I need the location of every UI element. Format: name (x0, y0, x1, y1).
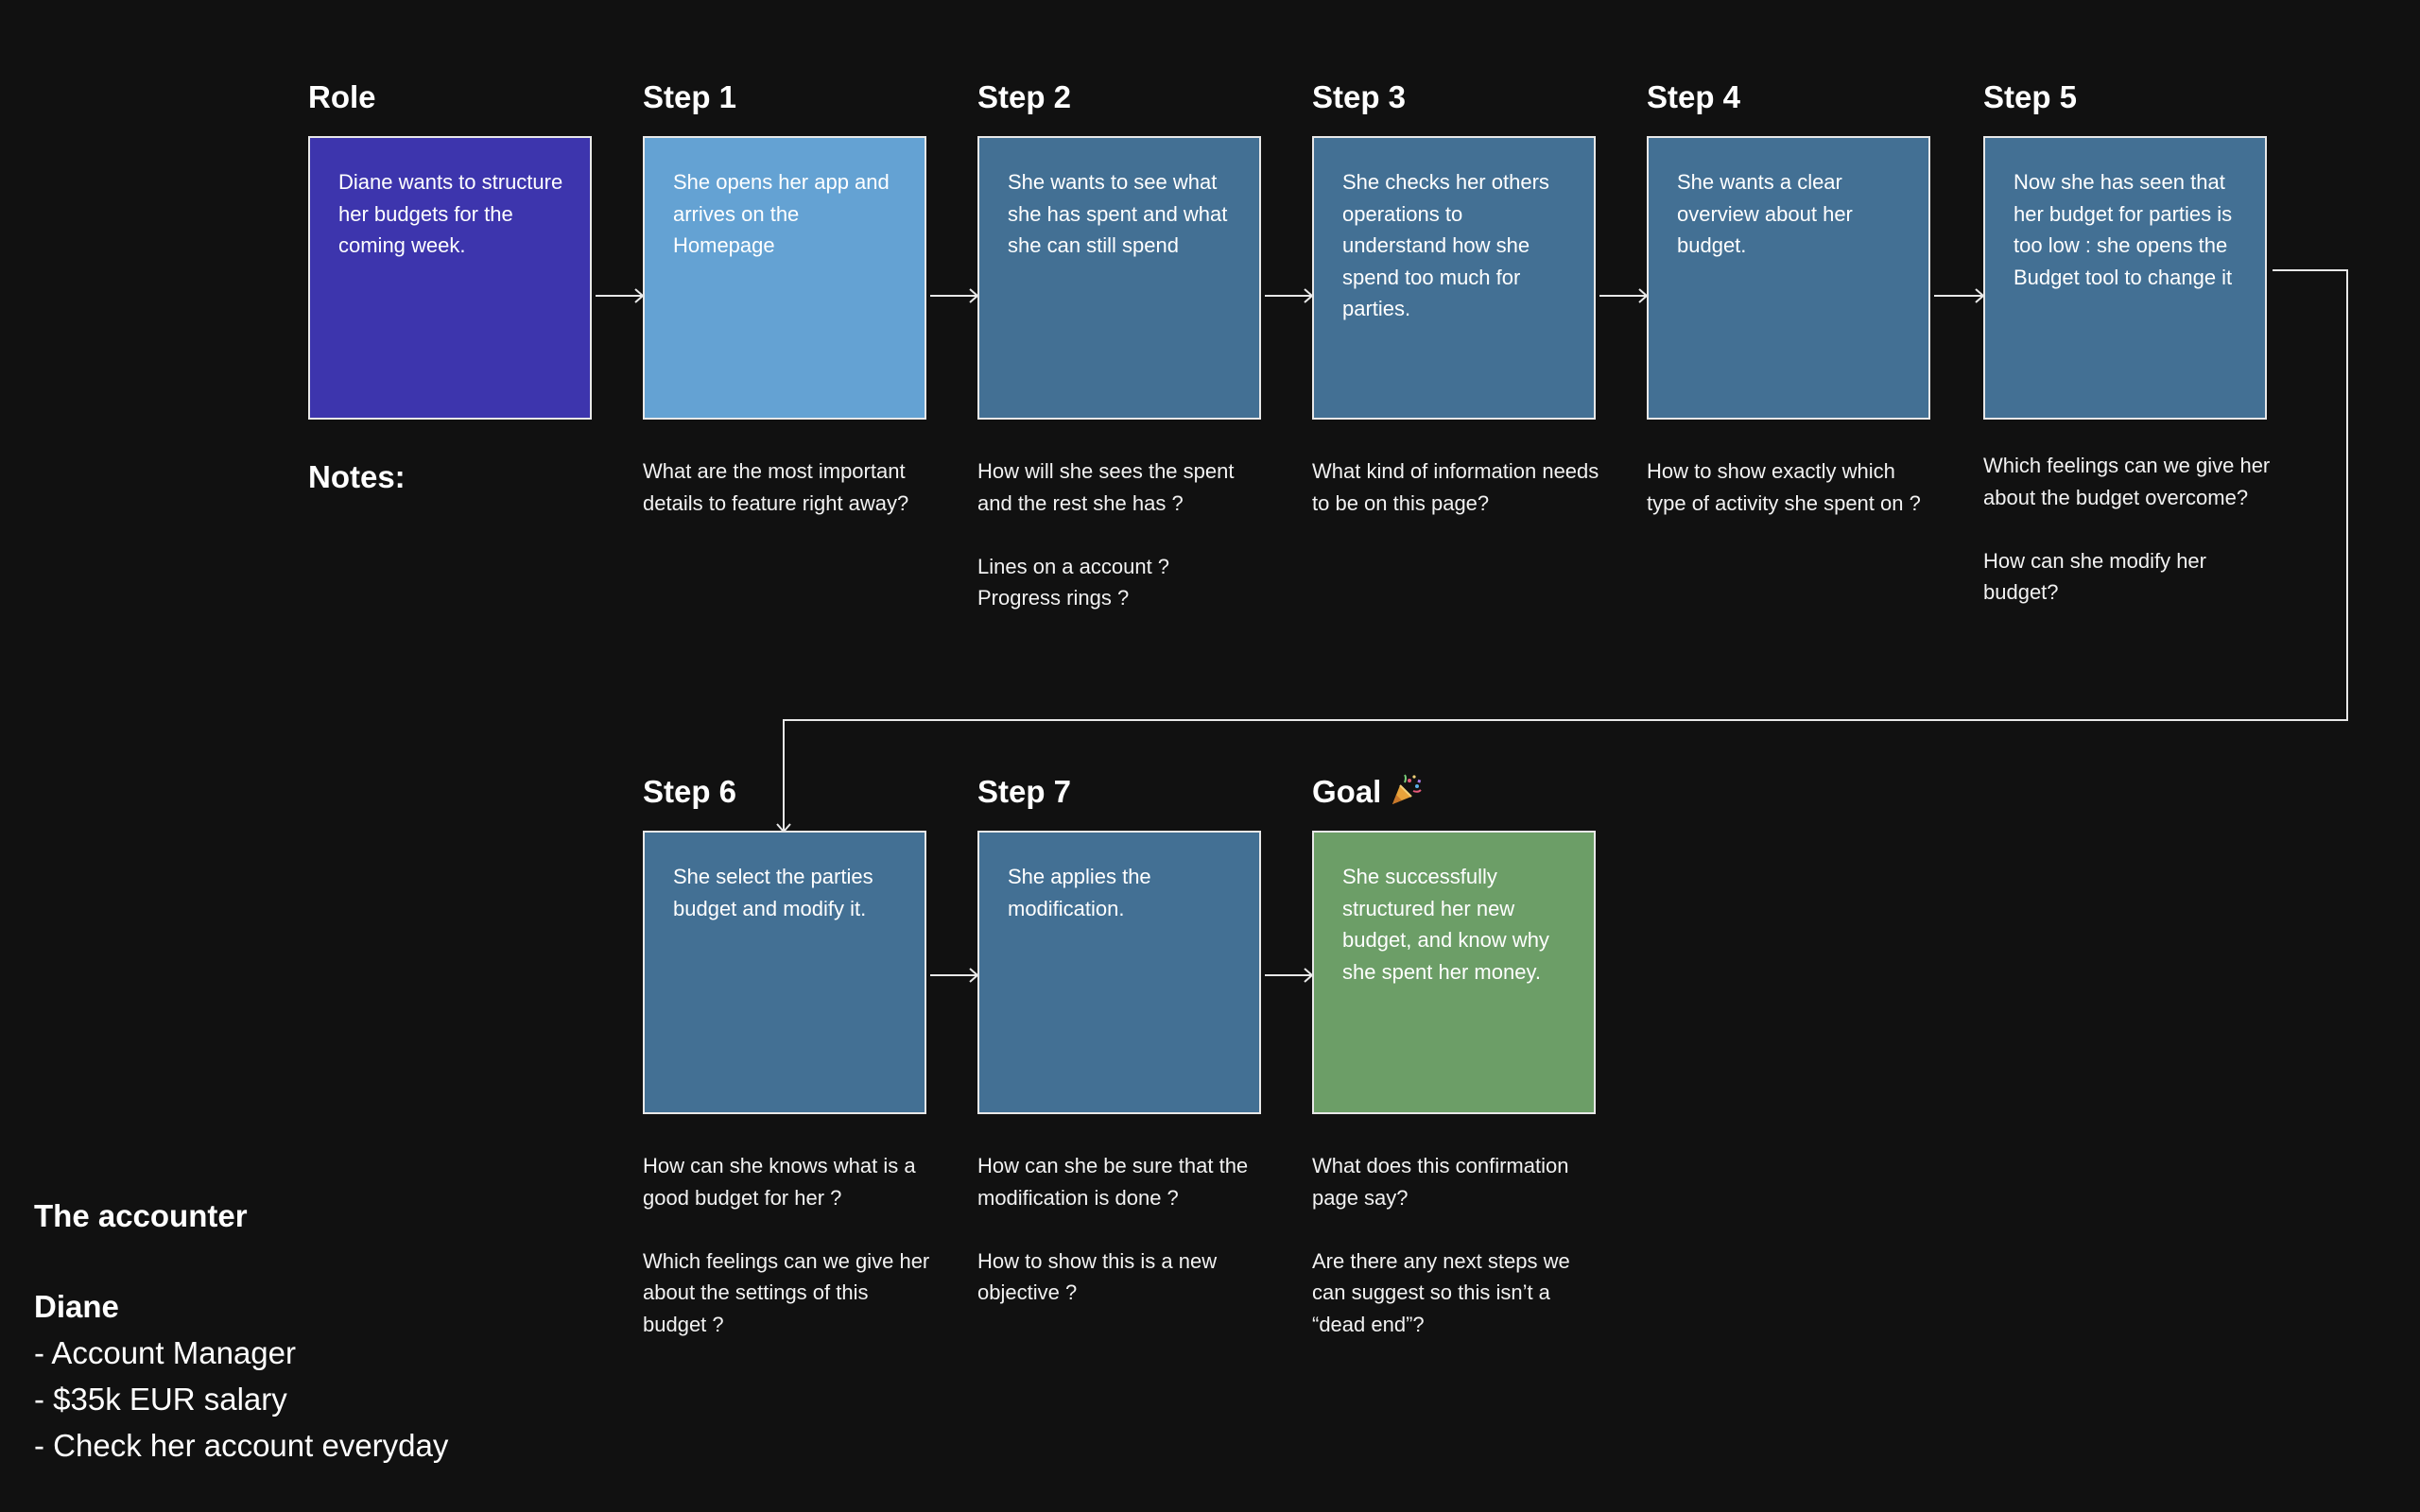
step-4-card-text: She wants a clear overview about her bud… (1677, 170, 1853, 257)
step-2-note: How will she sees the spent and the rest… (977, 459, 1235, 515)
step-7-card-text: She applies the modification. (1008, 865, 1151, 920)
step-1-card: She opens her app and arrives on the Hom… (643, 136, 926, 420)
step-5-card: Now she has seen that her budget for par… (1983, 136, 2267, 420)
step-6-notes: How can she knows what is a good budget … (643, 1150, 936, 1340)
role-card-text: Diane wants to structure her budgets for… (338, 170, 563, 257)
step-3-card-text: She checks her others operations to unde… (1342, 170, 1549, 320)
step-5-notes: Which feelings can we give her about the… (1983, 450, 2276, 609)
step-5-card-text: Now she has seen that her budget for par… (2014, 170, 2233, 289)
goal-note: What does this confirmation page say? (1312, 1154, 1569, 1210)
role-card: Diane wants to structure her budgets for… (308, 136, 592, 420)
arrow-step7-to-goal (1265, 968, 1314, 983)
arrow-role-to-step1 (596, 288, 645, 303)
step-7-note: How to show this is a new objective ? (977, 1248, 1218, 1305)
step-6-card: She select the parties budget and modify… (643, 831, 926, 1114)
arrow-step2-to-step3 (1265, 288, 1314, 303)
step-6-card-text: She select the parties budget and modify… (673, 865, 873, 920)
persona-item: - Account Manager (34, 1335, 296, 1370)
step-1-card-text: She opens her app and arrives on the Hom… (673, 170, 890, 257)
step-2-note: Progress rings ? (977, 586, 1130, 610)
step-2-card-text: She wants to see what she has spent and … (1008, 170, 1228, 257)
goal-notes: What does this confirmation page say? Ar… (1312, 1150, 1605, 1340)
arrow-step1-to-step2 (930, 288, 979, 303)
persona-item: - Check her account everyday (34, 1428, 449, 1463)
step-2-note: Lines on a account ? (977, 554, 1170, 578)
goal-heading-text: Goal (1312, 774, 1382, 810)
role-heading: Role (308, 79, 376, 114)
goal-card-text: She successfully structured her new budg… (1342, 865, 1549, 984)
step-5-note: How can she modify her budget? (1983, 548, 2206, 605)
step-1-note: What are the most important details to f… (643, 459, 909, 515)
step-4-card: She wants a clear overview about her bud… (1647, 136, 1930, 420)
persona-title: The accounter (34, 1198, 248, 1233)
step-6-note: How can she knows what is a good budget … (643, 1154, 916, 1210)
step-5-heading: Step 5 (1983, 79, 2078, 114)
step-6-note: Which feelings can we give her about the… (643, 1248, 930, 1336)
step-1-heading: Step 1 (643, 79, 737, 114)
step-7-card: She applies the modification. (977, 831, 1261, 1114)
step-4-note: How to show exactly which type of activi… (1647, 459, 1921, 515)
goal-card: She successfully structured her new budg… (1312, 831, 1596, 1114)
step-3-notes: What kind of information needs to be on … (1312, 455, 1605, 519)
arrow-step6-to-step7 (930, 968, 979, 983)
step-7-heading: Step 7 (977, 774, 1072, 809)
step-3-note: What kind of information needs to be on … (1312, 459, 1599, 515)
arrow-step3-to-step4 (1599, 288, 1649, 303)
persona-name: Diane (34, 1289, 119, 1324)
arrow-step4-to-step5 (1934, 288, 1985, 303)
step-2-card: She wants to see what she has spent and … (977, 136, 1261, 420)
step-7-notes: How can she be sure that the modificatio… (977, 1150, 1270, 1309)
goal-note: Are there any next steps we can suggest … (1312, 1248, 1570, 1336)
goal-heading: Goal (1312, 773, 1423, 816)
step-4-notes: How to show exactly which type of activi… (1647, 455, 1940, 519)
step-7-note: How can she be sure that the modificatio… (977, 1154, 1249, 1210)
notes-label: Notes: (308, 459, 406, 494)
step-2-notes: How will she sees the spent and the rest… (977, 455, 1270, 614)
step-4-heading: Step 4 (1647, 79, 1741, 114)
party-popper-icon (1389, 773, 1423, 816)
step-2-heading: Step 2 (977, 79, 1072, 114)
step-5-note: Which feelings can we give her about the… (1983, 454, 2271, 509)
step-3-heading: Step 3 (1312, 79, 1407, 114)
step-1-notes: What are the most important details to f… (643, 455, 936, 519)
persona-item: - $35k EUR salary (34, 1382, 287, 1417)
step-3-card: She checks her others operations to unde… (1312, 136, 1596, 420)
step-6-heading: Step 6 (643, 774, 737, 809)
persona-block: The accounter Diane - Account Manager - … (34, 1194, 563, 1469)
